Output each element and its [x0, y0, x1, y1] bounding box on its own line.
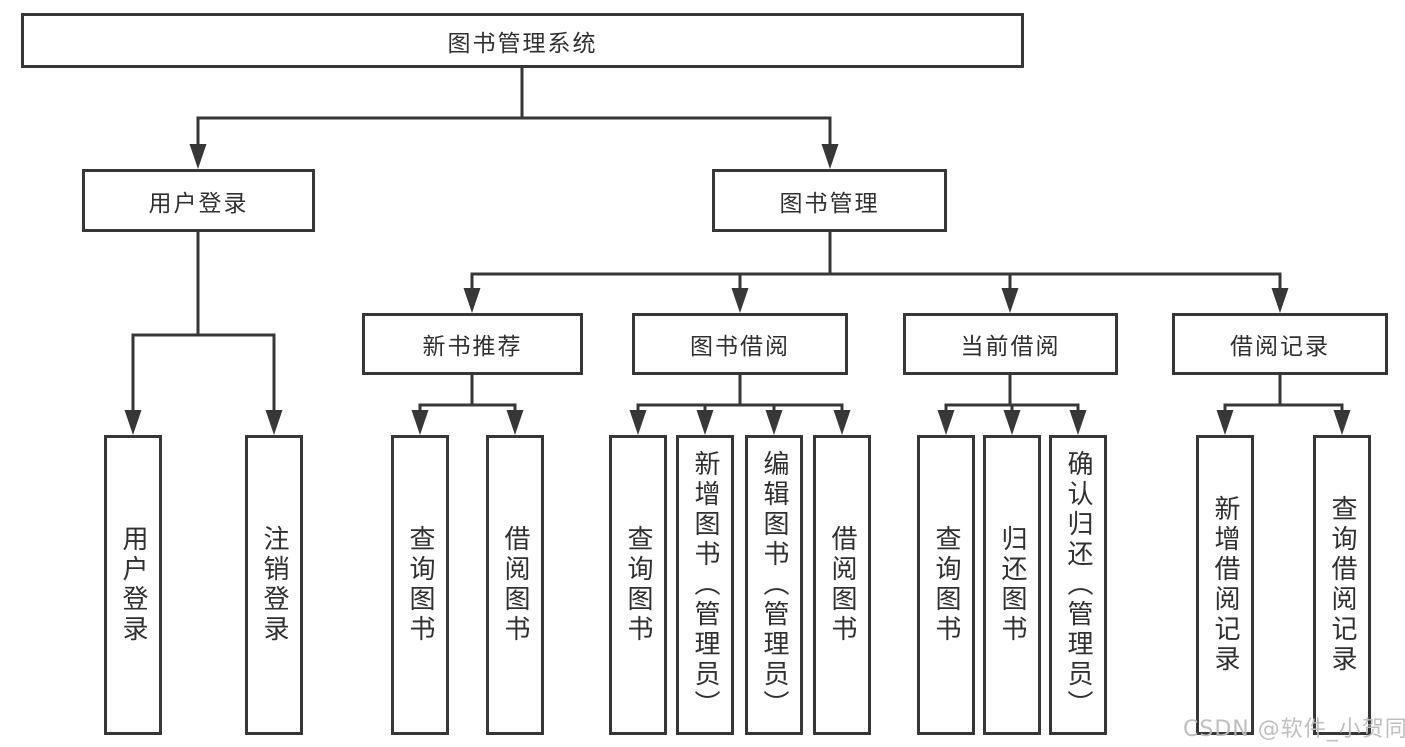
leaf-node-return-books: 归还图书	[983, 435, 1041, 735]
connector-user-login-to-leaves	[124, 232, 283, 435]
leaf-node-user-login: 用户登录	[104, 435, 162, 735]
leaf-node-query-books-borrow-label: 查询图书	[623, 525, 653, 645]
level3-node-book-borrow-label: 图书借阅	[690, 334, 790, 360]
leaf-node-query-borrow-record-label: 查询借阅记录	[1327, 495, 1357, 675]
level3-node-borrow-record: 借阅记录	[1172, 313, 1388, 375]
root-node-label: 图书管理系统	[447, 30, 598, 57]
leaf-node-borrow-books-recommend-label: 借阅图书	[500, 525, 530, 645]
leaf-node-user-login-label: 用户登录	[118, 525, 148, 645]
leaf-node-add-borrow-record-label: 新增借阅记录	[1210, 495, 1240, 675]
leaf-node-edit-books-admin-label: 编辑图书（管理员）	[759, 450, 789, 720]
leaf-node-add-books-admin: 新增图书（管理员）	[676, 435, 734, 735]
connector-new-book-to-leaves	[411, 375, 524, 435]
leaf-node-confirm-return-admin: 确认归还（管理员）	[1049, 435, 1107, 735]
leaf-node-add-borrow-record: 新增借阅记录	[1196, 435, 1254, 735]
leaf-node-query-books-borrow: 查询图书	[609, 435, 667, 735]
level2-node-user-login-label: 用户登录	[148, 190, 249, 217]
leaf-node-borrow-books-recommend: 借阅图书	[486, 435, 544, 735]
level3-node-current-borrow-label: 当前借阅	[960, 334, 1061, 360]
leaf-node-confirm-return-admin-label: 确认归还（管理员）	[1063, 450, 1093, 720]
leaf-node-return-books-label: 归还图书	[997, 525, 1027, 645]
leaf-node-logout: 注销登录	[245, 435, 303, 735]
leaf-node-edit-books-admin: 编辑图书（管理员）	[745, 435, 803, 735]
leaf-node-borrow-books-label: 借阅图书	[827, 525, 857, 645]
level2-node-user-login: 用户登录	[82, 169, 315, 232]
leaf-node-logout-label: 注销登录	[259, 525, 289, 645]
leaf-node-query-books-recommend: 查询图书	[391, 435, 449, 735]
connector-book-borrow-to-leaves	[629, 375, 851, 435]
level3-node-new-book-recommend: 新书推荐	[362, 313, 583, 375]
level3-node-book-borrow: 图书借阅	[632, 313, 848, 375]
leaf-node-query-borrow-record: 查询借阅记录	[1313, 435, 1371, 735]
root-node-library-system: 图书管理系统	[21, 13, 1024, 68]
leaf-node-add-books-admin-label: 新增图书（管理员）	[690, 450, 720, 720]
watermark: CSDN @软件_小贺同学	[1183, 717, 1405, 742]
level2-node-book-management: 图书管理	[712, 169, 947, 232]
leaf-node-query-books-current-label: 查询图书	[931, 525, 961, 645]
connector-borrow-record-to-leaves	[1216, 375, 1351, 435]
connector-root-to-level2	[189, 68, 839, 169]
connector-current-borrow-to-leaves	[937, 375, 1087, 435]
leaf-node-borrow-books: 借阅图书	[813, 435, 871, 735]
level3-node-current-borrow: 当前借阅	[903, 313, 1118, 375]
leaf-node-query-books-recommend-label: 查询图书	[405, 525, 435, 645]
level2-node-book-management-label: 图书管理	[779, 190, 880, 217]
level3-node-borrow-record-label: 借阅记录	[1230, 334, 1330, 360]
leaf-node-query-books-current: 查询图书	[917, 435, 975, 735]
connector-book-management-to-level3	[463, 232, 1289, 313]
level3-node-new-book-recommend-label: 新书推荐	[422, 334, 523, 360]
